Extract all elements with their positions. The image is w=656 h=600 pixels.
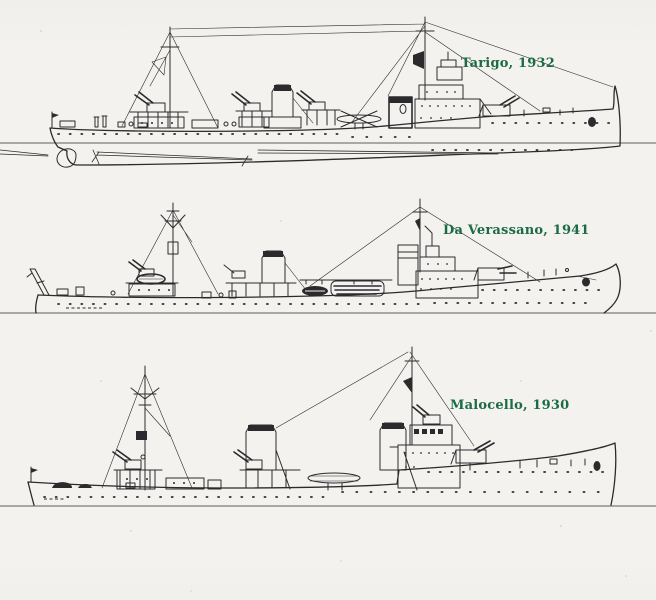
ship-label-tarigo: Tarigo, 1932 xyxy=(461,56,556,71)
ship-drawing-tarigo xyxy=(0,17,656,167)
ship-label-malocello: Malocello, 1930 xyxy=(450,398,570,413)
ship-drawing-da-verassano xyxy=(0,199,656,313)
paper-speckles xyxy=(40,30,42,32)
ship-label-da-verassano: Da Verassano, 1941 xyxy=(443,223,590,238)
ship-drawing-malocello xyxy=(0,347,656,506)
